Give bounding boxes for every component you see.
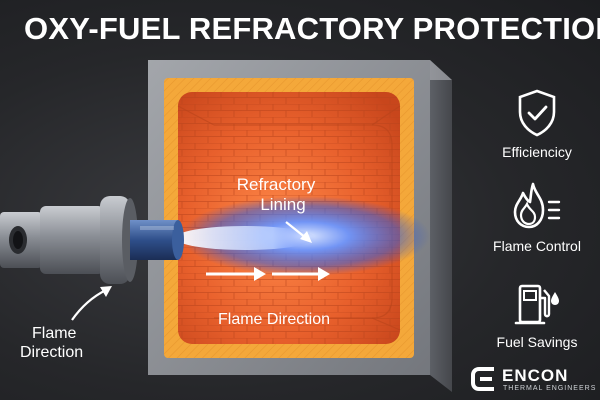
brand-logo: ENCON THERMAL ENGINEERS [470,364,598,394]
shell-side [430,60,452,392]
fuel-pump-icon [514,284,559,325]
flame-direction-outer-line2: Direction [20,344,83,361]
feature-efficiency-label: Efficiencicy [502,144,572,160]
encon-logo-icon [471,367,494,391]
brand-name: ENCON [502,366,569,385]
flame-icon [513,182,561,229]
lining-label-line1: Refractory [237,175,316,194]
feature-efficiency: Efficiencicy [482,88,592,160]
page-title: OXY-FUEL REFRACTORY PROTECTION [24,11,600,46]
brand-subtitle: THERMAL ENGINEERS [503,385,597,392]
feature-flame-control-label: Flame Control [493,238,581,254]
outer-pointer-arrow [71,289,107,321]
feature-fuel-savings: Fuel Savings [482,280,592,350]
shield-check-icon [518,89,556,137]
lining-label-line2: Lining [260,195,305,214]
flame-direction-outer-line1: Flame [32,325,77,342]
flame-direction-arrows [206,267,330,281]
burner [0,196,184,284]
feature-flame-control: Flame Control [482,180,592,254]
feature-fuel-savings-label: Fuel Savings [496,334,578,350]
lining-pointer [285,221,307,239]
flame-direction-inner-label: Flame Direction [218,311,330,328]
